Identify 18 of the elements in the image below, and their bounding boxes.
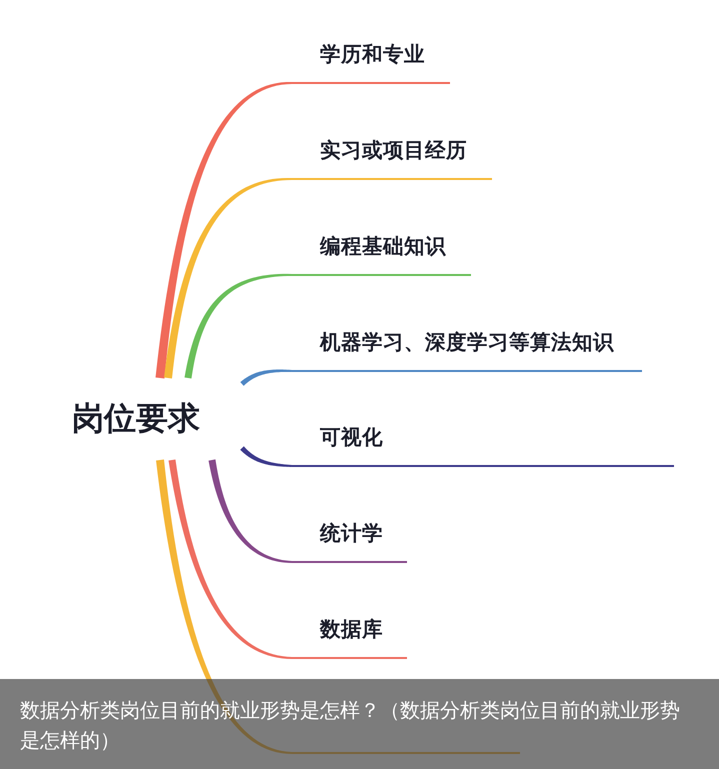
- underlined-topic: 可视化: [292, 425, 674, 467]
- branch-underline: [292, 752, 520, 754]
- underlined-topic: 机器学习、深度学习等算法知识: [292, 330, 642, 372]
- underlined-topic: 实习或项目经历: [292, 138, 492, 180]
- branch-curve: [240, 370, 292, 386]
- underlined-topic: 编程基础知识: [292, 234, 471, 276]
- branch-curve: [156, 460, 292, 754]
- underlined-topic: 统计学: [292, 521, 407, 563]
- branch-curve: [240, 446, 292, 467]
- branch-curve: [156, 82, 292, 378]
- underlined-topic: 学历和专业: [292, 42, 450, 84]
- central-topic: 岗位要求: [62, 378, 242, 460]
- branch-curve: [168, 459, 292, 659]
- branch-curve: [184, 274, 292, 379]
- branch-curve: [164, 178, 292, 378]
- caption-banner: 数据分析类岗位目前的就业形势是怎样？（数据分析类岗位目前的就业形势是怎样的）: [0, 679, 719, 769]
- underlined-topic: 数据库: [292, 617, 407, 659]
- branch-curve: [208, 459, 292, 563]
